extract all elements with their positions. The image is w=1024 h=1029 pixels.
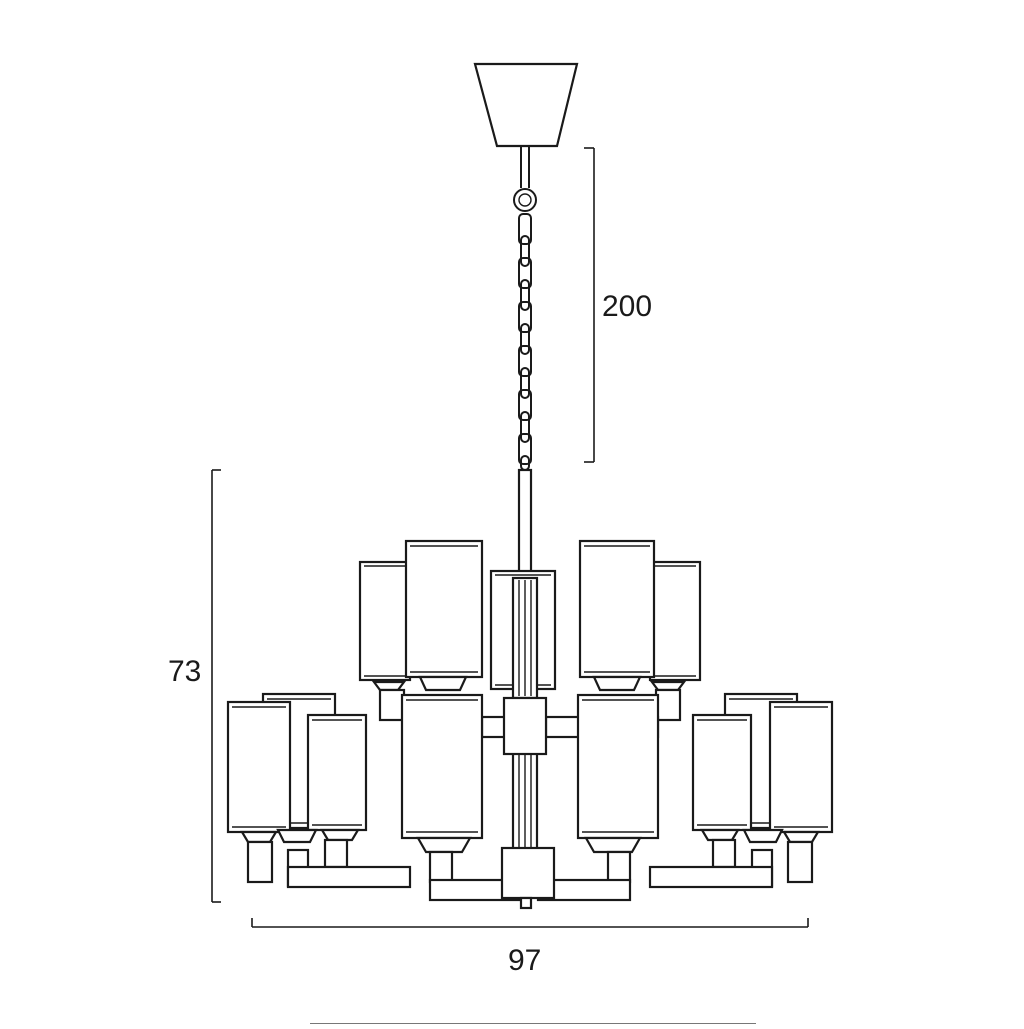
chain-link — [518, 213, 532, 245]
lower-left-shades — [226, 692, 368, 834]
lower-arms — [246, 838, 814, 902]
height-dimension-label: 73 — [168, 655, 201, 688]
lower-hub — [500, 846, 556, 910]
suspension-chain — [513, 146, 537, 471]
chain-link — [518, 389, 532, 421]
chain-link — [518, 433, 532, 465]
ceiling-canopy — [473, 62, 579, 148]
chain-link — [520, 323, 530, 355]
chain-link — [520, 411, 530, 443]
width-dimension-label: 97 — [508, 944, 541, 977]
upper-holders — [371, 675, 687, 722]
chain-link — [520, 367, 530, 399]
height-dimension-line — [211, 469, 221, 903]
chain-link — [520, 279, 530, 311]
width-dimension-line — [251, 918, 809, 928]
upper-tier-shades — [358, 539, 702, 691]
chain-link — [518, 257, 532, 289]
drop-dimension-line — [584, 147, 595, 463]
central-column — [511, 576, 539, 854]
lower-center-shades — [400, 693, 660, 840]
lower-holders — [240, 828, 820, 854]
chain-link — [520, 235, 530, 267]
lower-right-shades — [691, 692, 834, 834]
central-stem — [517, 468, 533, 582]
drop-dimension-label: 200 — [602, 290, 652, 323]
chain-link — [518, 345, 532, 377]
chain-link — [518, 301, 532, 333]
